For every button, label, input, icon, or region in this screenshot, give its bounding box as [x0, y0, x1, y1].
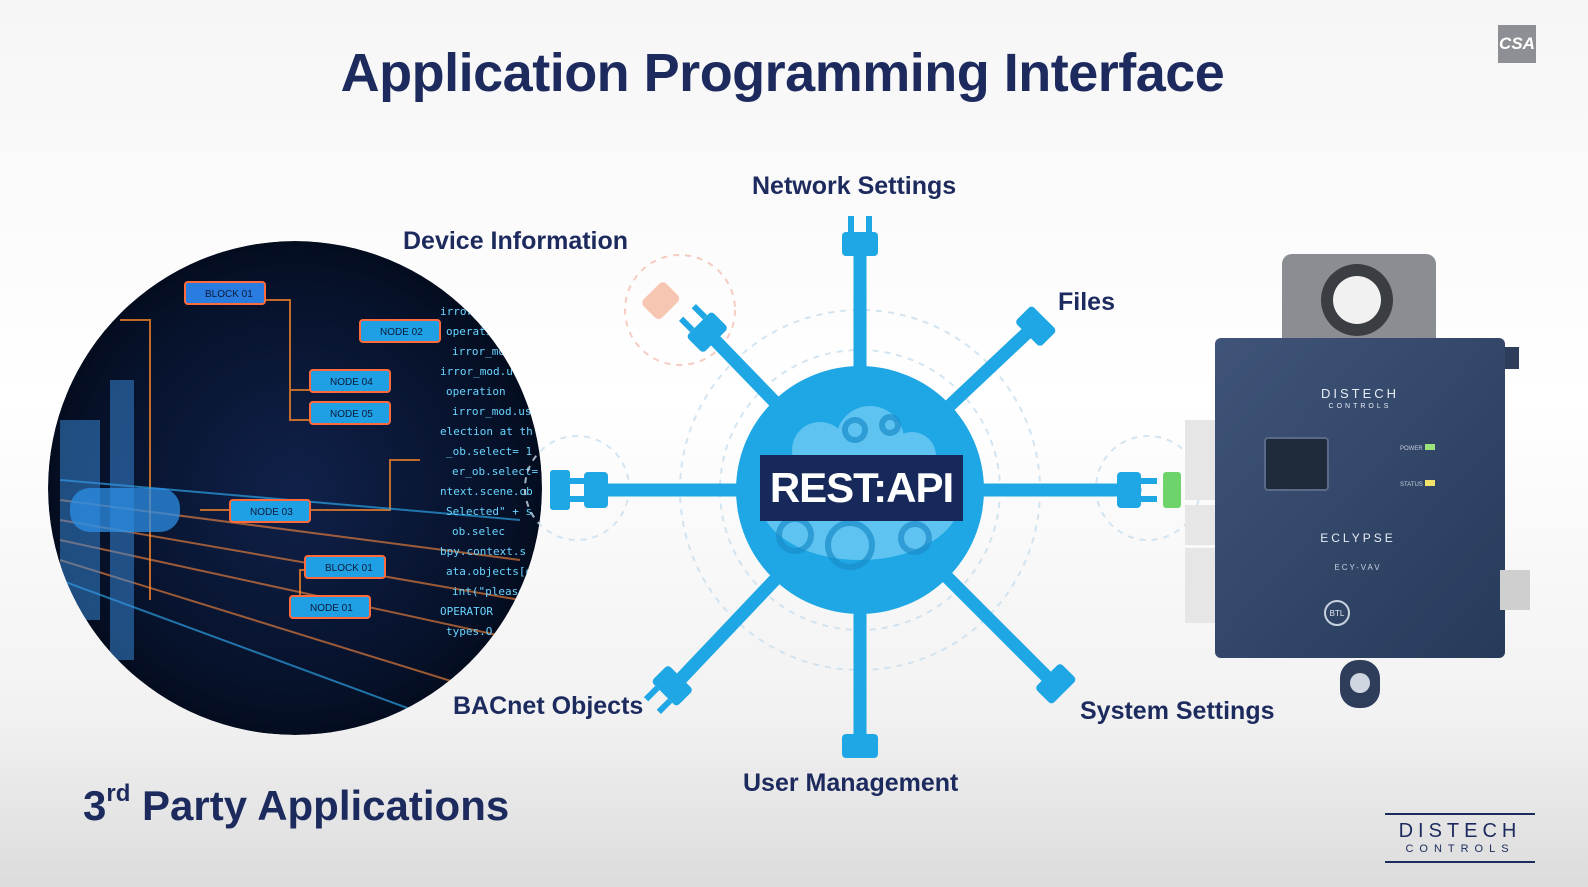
code-line: _ob.select= 1 [446, 445, 532, 458]
code-line: irror_mod. [452, 345, 518, 358]
plug-icon-device-info [678, 303, 727, 352]
label-device-information: Device Information [403, 227, 629, 255]
code-line: ata.objects[o [446, 565, 532, 578]
page-title: Application Programming Interface [340, 43, 1225, 103]
footer-brand-logo: DISTECH CONTROLS [1385, 813, 1535, 863]
code-line: er_ob.select= [452, 465, 538, 478]
code-line: ob.selec [452, 525, 505, 538]
code-line: operation [446, 385, 506, 398]
plug-icon-bottom [842, 734, 878, 758]
node-label: NODE 01 [310, 603, 353, 614]
device-btl-badge: BTL [1330, 609, 1345, 618]
code-line: operati [446, 325, 492, 338]
socket-icon-right [1163, 472, 1181, 508]
device-image [1185, 254, 1530, 708]
node-label: BLOCK 01 [205, 289, 253, 300]
node-box: BLOCK 01 [184, 281, 266, 305]
code-line: Selected" + s [446, 505, 532, 518]
node-boxes: BLOCK 01 NODE 04 NODE 05 NODE 03 BLOCK 01 NOD… [184, 281, 441, 619]
label-bacnet-objects: BACnet Objects [453, 692, 644, 720]
label-network-settings: Network Settings [752, 172, 957, 200]
node-box: NODE 01 [289, 595, 371, 619]
code-circle-image: irror_operati irror_mod. irror_mod.uoperat… [48, 241, 542, 735]
label-files: Files [1058, 288, 1115, 316]
node-label: NODE 02 [380, 327, 423, 338]
code-lines: irror_operati irror_mod. irror_mod.uoperat… [440, 305, 538, 638]
third-party-caption: 3rd Party Applications [83, 780, 510, 829]
code-line: irror_mod.u [440, 365, 513, 378]
node-box: NODE 02 [359, 319, 441, 343]
code-line: types.O [446, 625, 492, 638]
code-line: OPERATOR [440, 605, 493, 618]
code-line: irror_mod.use [452, 405, 538, 418]
node-label: NODE 03 [250, 507, 293, 518]
rest-api-label: REST:API [760, 455, 963, 521]
node-box: NODE 04 [309, 369, 391, 393]
code-line: ntext.scene.ob [440, 485, 533, 498]
node-label: NODE 04 [330, 377, 373, 388]
plug-icon-right [1117, 472, 1157, 508]
device-power-label: POWER [1400, 446, 1423, 452]
plug-icons [568, 216, 1157, 758]
device-sub-model: ECY-VAV [1334, 563, 1381, 572]
node-label: NODE 05 [330, 409, 373, 420]
node-box: NODE 03 [229, 499, 311, 523]
plug-icon-system [1036, 664, 1076, 704]
code-line: election at th [440, 425, 533, 438]
code-line: bpy.context.s [440, 545, 526, 558]
plug-icon-bacnet [643, 666, 692, 715]
socket-icon-device-info [642, 282, 680, 320]
device-model: ECLYPSE [1320, 531, 1395, 545]
code-line: irror_ [440, 305, 480, 318]
device-brand-line1: DISTECH [1321, 386, 1399, 401]
device-status-label: STATUS [1400, 482, 1423, 488]
plug-icon-top [842, 216, 878, 256]
socket-icon-left [550, 470, 570, 510]
label-user-management: User Management [743, 769, 959, 797]
plug-icon-files [1016, 306, 1056, 346]
node-box: BLOCK 01 [304, 555, 386, 579]
node-label: BLOCK 01 [325, 563, 373, 574]
code-line: int("please s [452, 585, 538, 598]
node-box: NODE 05 [309, 401, 391, 425]
device-brand-line2: CONTROLS [1329, 403, 1392, 410]
corner-logo: CSA [1498, 25, 1536, 63]
plug-icon-left [568, 472, 608, 508]
label-system-settings: System Settings [1080, 697, 1275, 725]
